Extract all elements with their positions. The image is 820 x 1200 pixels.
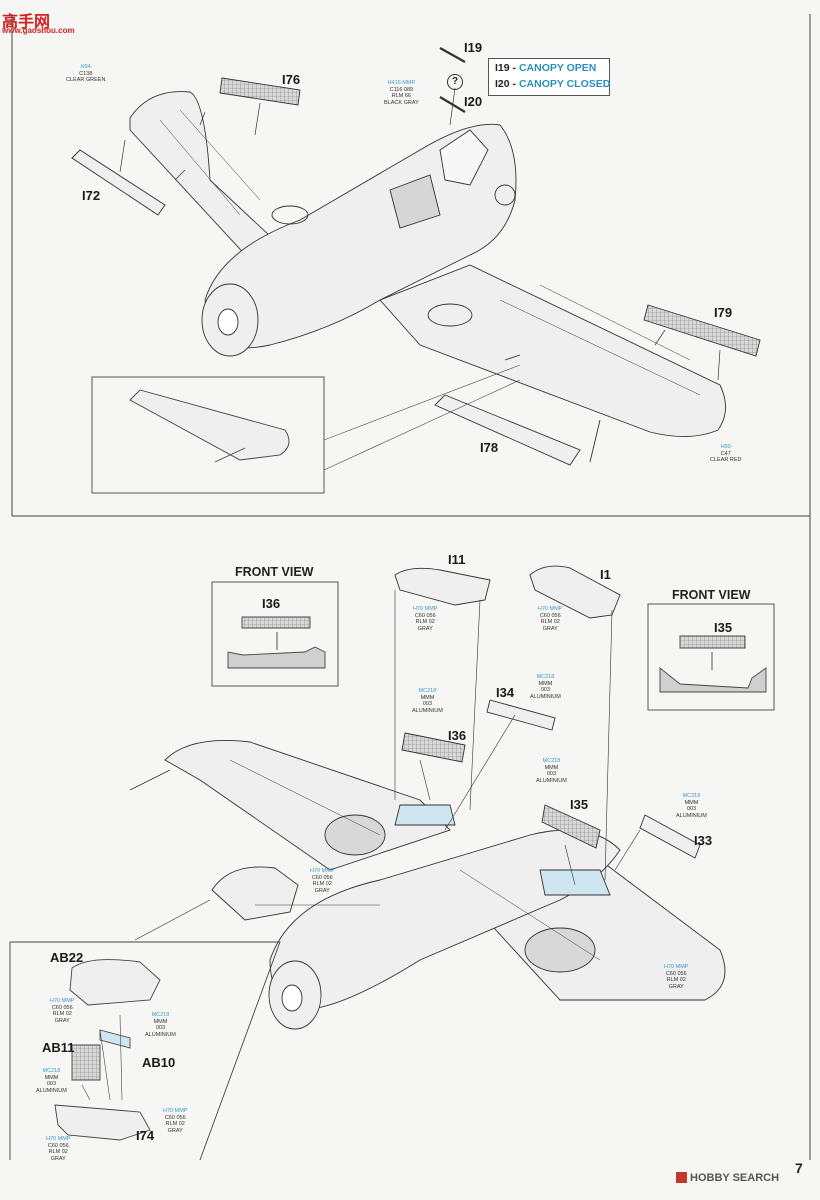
bottom-parts	[211, 565, 701, 921]
paint-black-gray: H416 MMP C116 089 RLM 66 BLACK GRAY	[384, 80, 419, 106]
part-i72: I72	[82, 188, 101, 203]
part-i33: I33	[694, 833, 713, 848]
question-mark-icon: ?	[447, 74, 463, 90]
front-view-label-right: FRONT VIEW	[672, 588, 751, 602]
front-view-right	[647, 603, 775, 711]
part-i1: I1	[600, 567, 611, 582]
front-view-label-left: FRONT VIEW	[235, 565, 314, 579]
paint-clear-green: H94 C138 CLEAR GREEN	[66, 64, 106, 83]
front-view-left	[211, 581, 339, 687]
part-ab11: AB11	[42, 1040, 75, 1055]
watermark-logo: 高手网 www.gaoshou.com	[2, 8, 75, 35]
bottom-leaders	[134, 590, 641, 941]
hobby-search-mark	[676, 1172, 687, 1183]
canopy-legend: I19 - CANOPY OPEN I20 - CANOPY CLOSED	[488, 58, 610, 96]
part-i35: I35	[570, 797, 589, 812]
top-arrows	[119, 87, 721, 381]
publisher-watermark: HOBBY SEARCH	[690, 1172, 780, 1184]
legend-row-i20: I20 - CANOPY CLOSED	[495, 78, 611, 90]
part-ab22: AB22	[50, 950, 84, 965]
part-i74: I74	[136, 1128, 155, 1143]
part-i19: I19	[464, 40, 483, 55]
paint-clear-red: H90 C47 CLEAR RED	[710, 444, 742, 463]
part-i34: I34	[496, 685, 515, 700]
watermark-site-name: 高手网	[2, 14, 51, 31]
legend-row-i19: I19 - CANOPY OPEN	[495, 62, 597, 74]
part-i78: I78	[480, 440, 499, 455]
zoom-inset-top	[91, 364, 521, 494]
part-i76: I76	[282, 72, 301, 87]
part-i36: I36	[448, 728, 467, 743]
part-i79: I79	[714, 305, 733, 320]
part-i11: I11	[448, 552, 466, 567]
top-aircraft	[129, 91, 726, 437]
top-parts	[71, 47, 761, 466]
part-i20: I20	[464, 94, 483, 109]
part-i36-front: I36	[262, 596, 281, 611]
watermark-url: www.gaoshou.com	[2, 26, 75, 35]
bottom-aircraft	[129, 740, 726, 1030]
part-i35-front: I35	[714, 620, 733, 635]
part-ab10: AB10	[142, 1055, 176, 1070]
page-number: 7	[795, 1160, 803, 1176]
ab-inset	[9, 941, 281, 1161]
page-frame	[11, 14, 811, 1160]
